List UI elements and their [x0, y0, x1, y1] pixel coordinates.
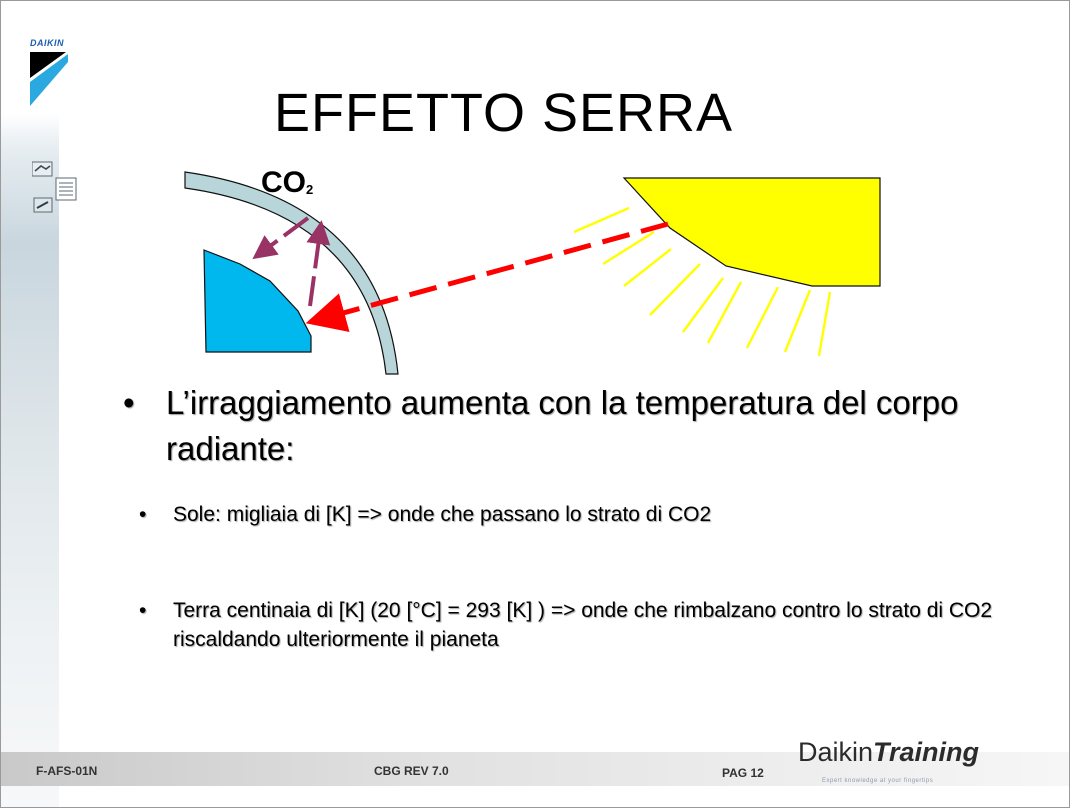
bullet-dot: •: [139, 503, 147, 526]
bullet-dot: •: [123, 384, 135, 421]
brand-tagline: Expert knowledge at your fingertips: [822, 778, 934, 784]
footer-bar: [1, 752, 1069, 786]
bullet-dot: •: [139, 599, 147, 622]
tools-icon: [33, 197, 53, 213]
sidebar-icons: [32, 161, 77, 213]
main-bullet-text: L’irraggiamento aumenta con la temperatu…: [166, 384, 959, 467]
sun-rays: [573, 206, 832, 357]
document-list-icon: [55, 177, 77, 201]
reflected-radiation-arrows: [252, 216, 331, 307]
sub-bullet-earth: • Terra centinaia di [K] (20 [°C] = 293 …: [139, 596, 1039, 654]
revision-label: CBG REV 7.0: [374, 764, 449, 778]
daikin-logo-icon: [30, 52, 68, 106]
atmosphere-layer: [184, 171, 399, 375]
daikin-logo-text: DAIKIN: [30, 38, 64, 48]
earth-shape: [203, 249, 312, 353]
sub-bullet-sun: • Sole: migliaia di [K] => onde che pass…: [139, 500, 1019, 529]
page-number: PAG 12: [722, 766, 764, 780]
slide-title: EFFETTO SERRA: [274, 83, 734, 143]
sub-bullet-earth-text: Terra centinaia di [K] (20 [°C] = 293 [K…: [173, 599, 993, 651]
sun-shape: [622, 177, 881, 287]
handshake-icon: [32, 161, 53, 177]
daikin-training-logo: DaikinTraining: [798, 737, 980, 767]
co2-label: CO2: [261, 166, 314, 199]
document-code: F-AFS-01N: [36, 764, 98, 778]
solar-radiation-arrow: [305, 221, 669, 333]
main-bullet: • L’irraggiamento aumenta con la tempera…: [123, 380, 1053, 472]
greenhouse-diagram: [184, 171, 881, 375]
decorative-sidebar: [1, 1, 59, 807]
sub-bullet-sun-text: Sole: migliaia di [K] => onde che passan…: [173, 503, 712, 526]
